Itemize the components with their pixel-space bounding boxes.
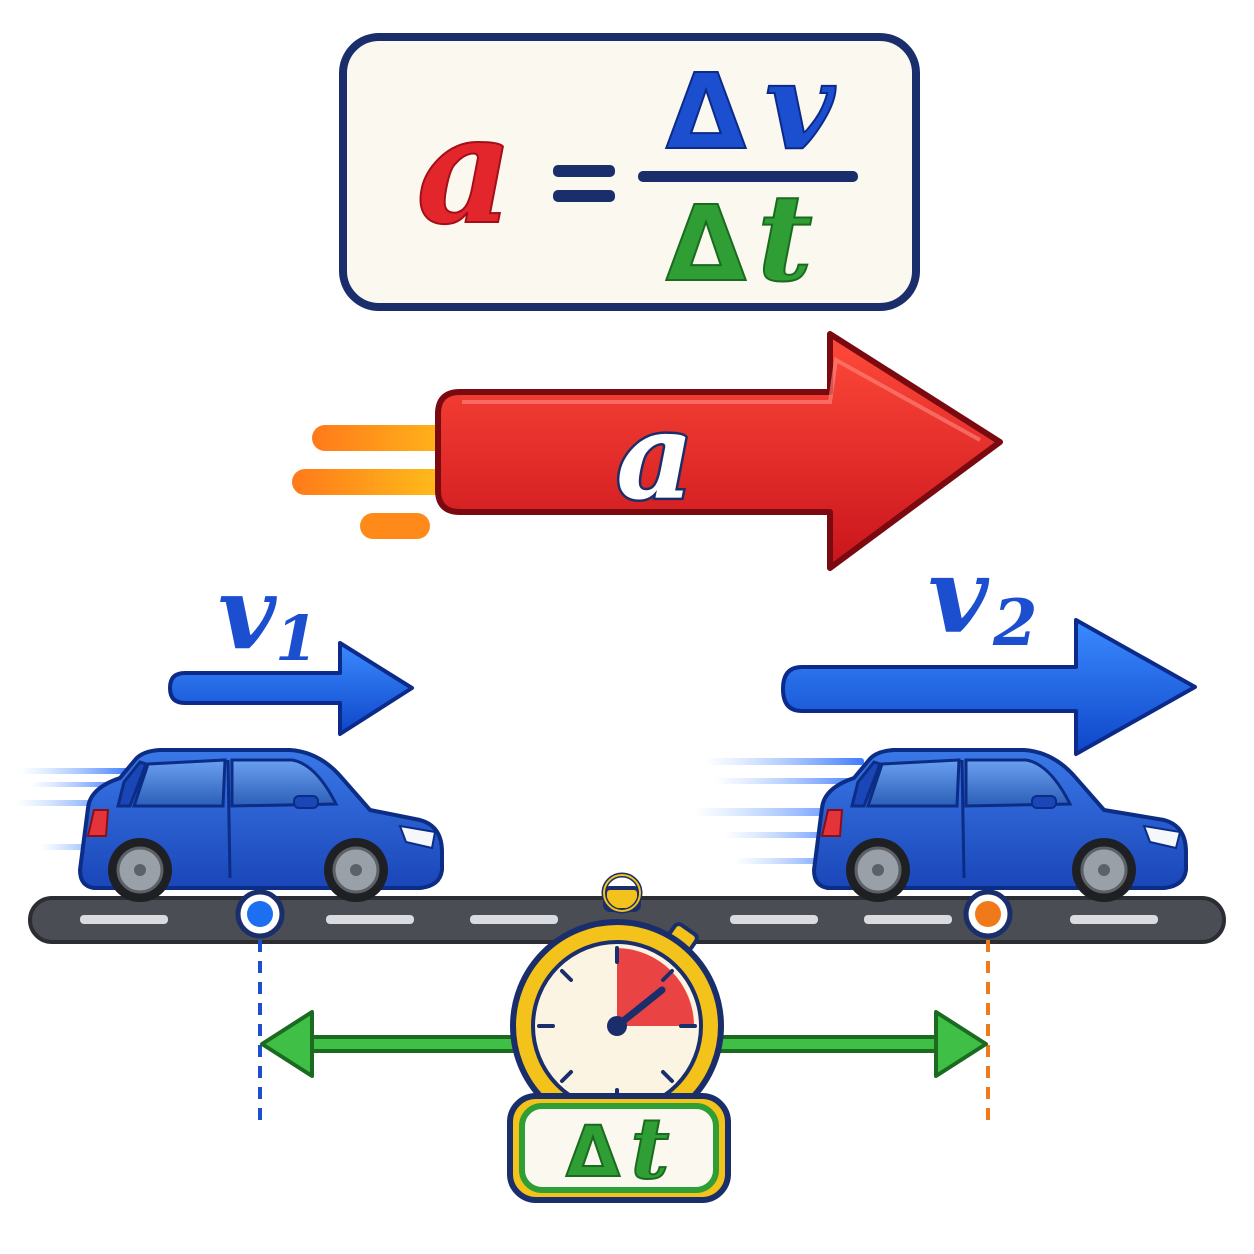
velocity-1-subscript: 1: [275, 602, 318, 675]
velocity-1-symbol: v: [218, 554, 277, 672]
acceleration-arrow: a: [292, 331, 1003, 571]
car-1-front-wheel: [324, 838, 388, 902]
delta-t-label-delta: Δ: [566, 1111, 620, 1193]
car-1-rear-wheel: [108, 838, 172, 902]
velocity-1-group: v 1: [168, 551, 414, 736]
equals-text: =: [0, 0, 1, 1]
velocity-2-arrow: [781, 618, 1197, 756]
fraction-bar: [638, 171, 858, 182]
equals-sign: [553, 165, 615, 202]
start-marker: [235, 889, 285, 1125]
velocity-2-subscript: 2: [992, 586, 1038, 661]
car-2-front-wheel: [1072, 838, 1136, 902]
stopwatch-icon: [510, 872, 724, 1133]
formula-acceleration-symbol: a: [416, 82, 513, 258]
velocity-1-arrow: [168, 641, 414, 736]
numerator-velocity: v: [765, 36, 836, 177]
acceleration-arrow-label: a: [616, 386, 694, 527]
delta-t-label-time: t: [631, 1099, 670, 1198]
velocity-2-group: v 2: [781, 531, 1197, 756]
formula-box: a = Δ v Δ t: [0, 0, 920, 311]
car-2-rear-wheel: [846, 838, 910, 902]
denominator-delta: Δ: [666, 183, 747, 305]
car-2: [694, 748, 1188, 902]
numerator-delta: Δ: [666, 51, 747, 173]
car-1: [16, 748, 444, 902]
denominator-time: t: [757, 168, 812, 309]
end-marker: [963, 889, 1013, 1125]
delta-t-label: Δ t: [507, 1093, 731, 1203]
velocity-2-symbol: v: [928, 534, 990, 657]
